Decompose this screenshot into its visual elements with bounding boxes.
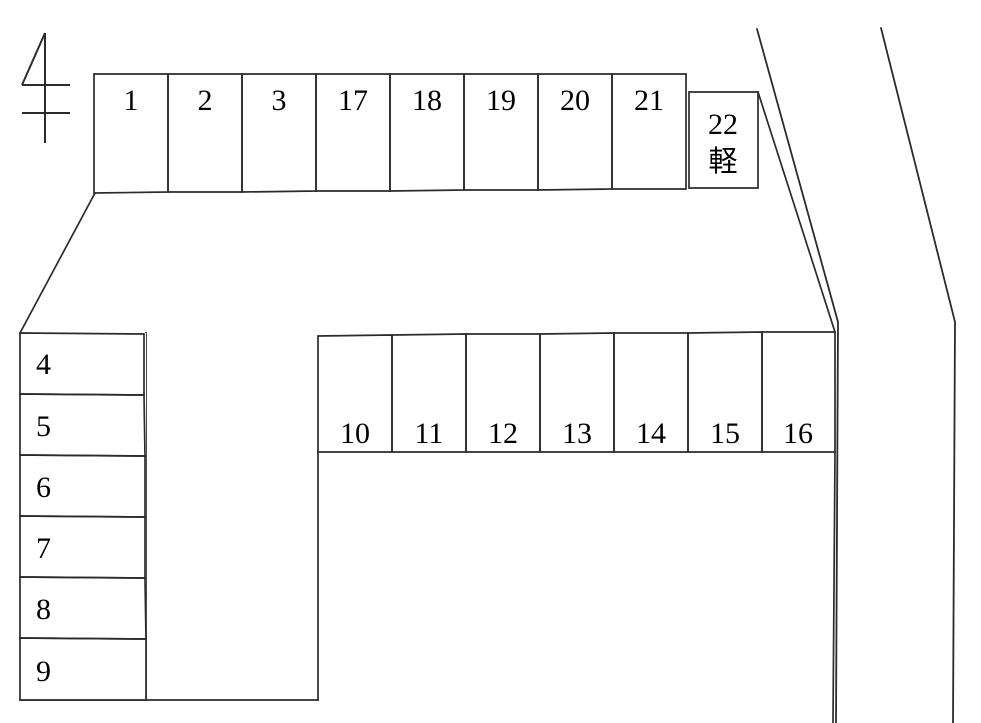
left-stall-cell-9[interactable]: 9 xyxy=(19,637,147,701)
stall-label: 11 xyxy=(415,417,444,450)
stall-label: 20 xyxy=(560,84,590,117)
road-boundary-lines xyxy=(756,27,956,723)
stall-label: 7 xyxy=(36,532,51,565)
north-arrow-icon xyxy=(21,32,70,143)
stall-label: 8 xyxy=(36,593,51,626)
middle-stall-cell-14[interactable]: 14 xyxy=(613,332,689,453)
stall-label: 18 xyxy=(412,84,442,117)
middle-stall-cell-16[interactable]: 16 xyxy=(761,331,836,453)
stall-label: 19 xyxy=(486,84,516,117)
stall-label: 1 xyxy=(124,84,139,117)
stall-label: 15 xyxy=(710,417,740,450)
stall-label: 17 xyxy=(338,84,368,117)
stall-label: 5 xyxy=(36,410,51,443)
top-stall-cell-21[interactable]: 21 xyxy=(611,73,687,190)
stall-label: 9 xyxy=(36,655,51,688)
stall-label: 2 xyxy=(198,84,213,117)
stall-22-kei[interactable]: 22 軽 xyxy=(688,91,759,189)
stall-label-kei-type: 軽 xyxy=(708,144,737,178)
stall-label-number: 22 xyxy=(708,108,738,141)
left-stall-column: 4 5 6 7 8 9 xyxy=(19,332,147,701)
middle-stall-row: 10 11 12 13 14 15 xyxy=(317,331,836,453)
stall-label: 3 xyxy=(272,84,287,117)
stall-label: 6 xyxy=(36,471,51,504)
stall-label: 13 xyxy=(562,417,592,450)
stall-label: 14 xyxy=(636,417,666,450)
stall-label: 4 xyxy=(36,348,51,381)
stall-label: 21 xyxy=(634,84,664,117)
top-stall-row: 1 2 3 17 18 19 xyxy=(93,73,687,194)
stall-label: 16 xyxy=(783,417,813,450)
stall-label: 10 xyxy=(340,417,370,450)
stall-label: 12 xyxy=(488,417,518,450)
